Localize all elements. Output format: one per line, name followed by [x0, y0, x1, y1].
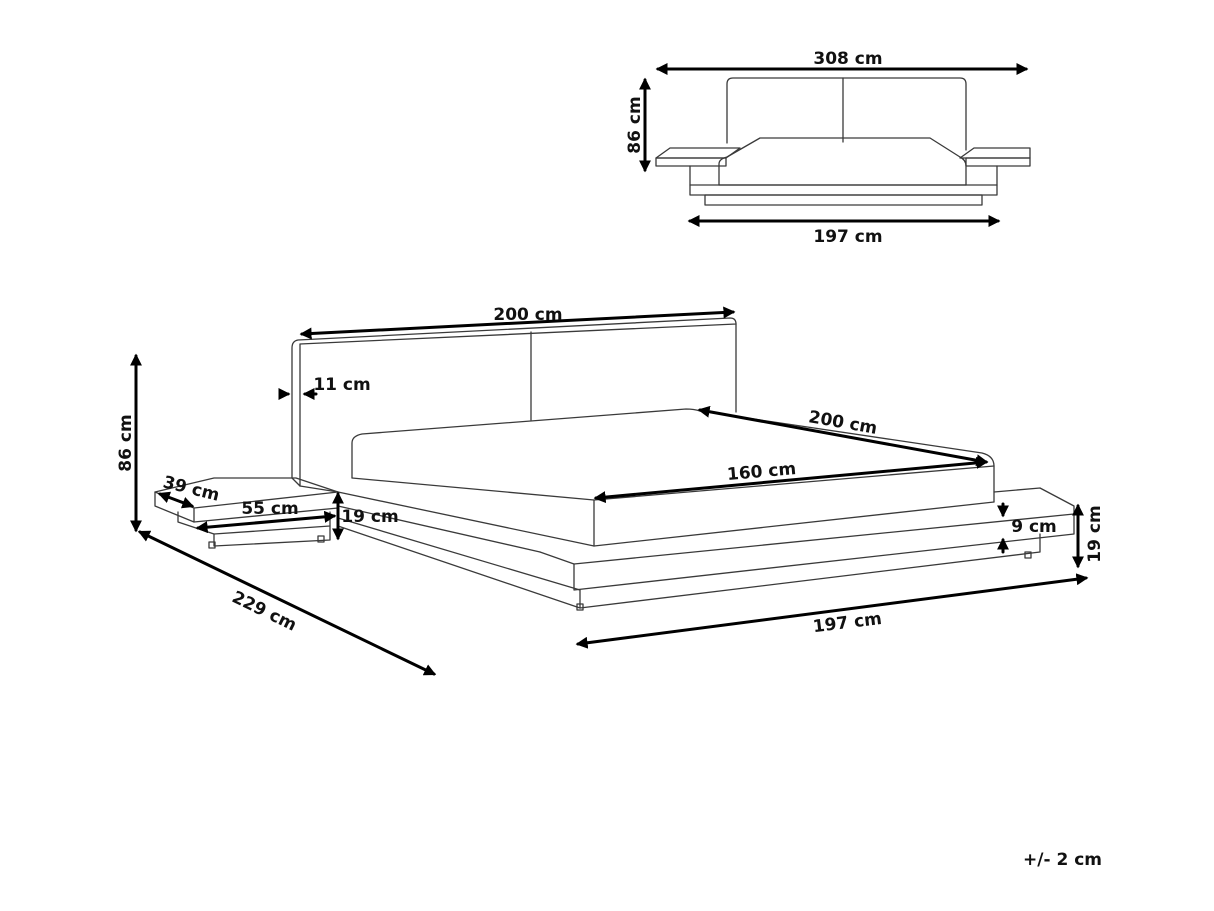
nightstand-depth-label: 39 cm: [161, 473, 222, 506]
front-height-label: 86 cm: [625, 96, 645, 153]
frame-width-dimension-line: [575, 573, 1089, 649]
front-view-drawing: [655, 77, 1031, 206]
headboard-width-label: 200 cm: [493, 305, 562, 325]
mattress-width-dimension-line: [593, 456, 989, 504]
nightstand-depth-dimension-line: [157, 491, 195, 509]
front-length-label: 197 cm: [813, 227, 882, 247]
frame-height-label: 19 cm: [1085, 505, 1105, 562]
mattress-length-label: 200 cm: [807, 407, 879, 439]
perspective-drawing: [154, 317, 1075, 611]
frame-length-dimension-line: [137, 530, 437, 676]
mattress-length-dimension-line: [697, 405, 989, 467]
platform-thickness-label: 9 cm: [1011, 517, 1057, 537]
frame-length-label: 229 cm: [229, 587, 300, 635]
nightstand-width-label: 55 cm: [241, 499, 298, 519]
nightstand-height-label: 19 cm: [341, 507, 398, 527]
headboard-width-dimension-line: [299, 306, 736, 340]
tolerance-label: +/- 2 cm: [1023, 850, 1102, 870]
nightstand-width-dimension-line: [195, 510, 337, 534]
headboard-thickness-label: 11 cm: [313, 375, 370, 395]
front-width-label: 308 cm: [813, 49, 882, 69]
height-label: 86 cm: [116, 414, 136, 471]
